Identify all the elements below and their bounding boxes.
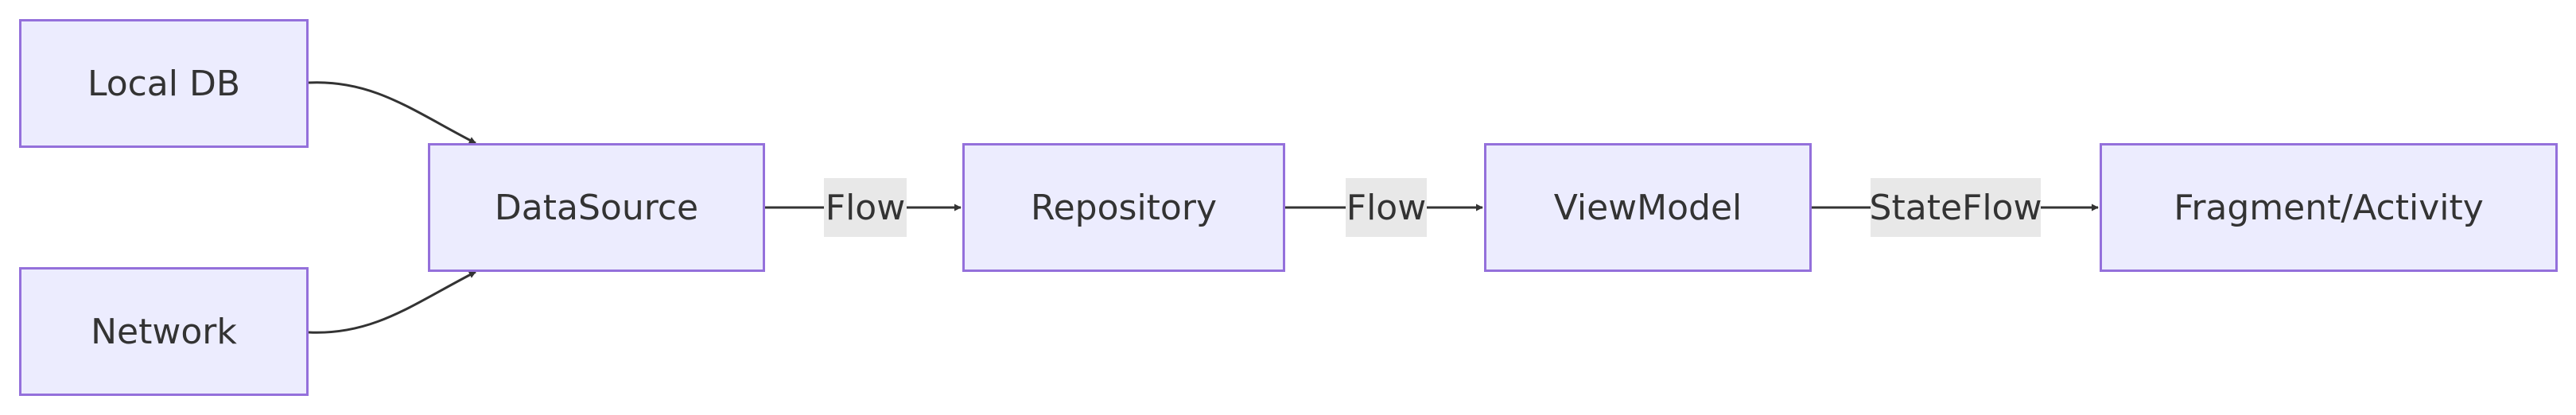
node-local-db: Local DB bbox=[19, 19, 309, 148]
edge-label-stateflow: StateFlow bbox=[1870, 178, 2042, 237]
edge-localdb-to-datasource bbox=[308, 81, 476, 145]
node-fragment-activity: Fragment/Activity bbox=[2100, 143, 2558, 272]
node-label: DataSource bbox=[494, 187, 699, 228]
node-label: Fragment/Activity bbox=[2174, 187, 2484, 228]
node-network: Network bbox=[19, 267, 309, 396]
node-datasource: DataSource bbox=[428, 143, 765, 272]
edge-label-flow-2: Flow bbox=[1346, 178, 1427, 237]
node-label: Repository bbox=[1031, 187, 1217, 228]
node-repository: Repository bbox=[962, 143, 1285, 272]
node-label: Local DB bbox=[87, 63, 241, 104]
edge-label-flow-1: Flow bbox=[824, 178, 907, 237]
node-label: Network bbox=[91, 311, 237, 352]
edge-network-to-datasource bbox=[308, 270, 476, 334]
node-viewmodel: ViewModel bbox=[1484, 143, 1812, 272]
node-label: ViewModel bbox=[1553, 187, 1743, 228]
